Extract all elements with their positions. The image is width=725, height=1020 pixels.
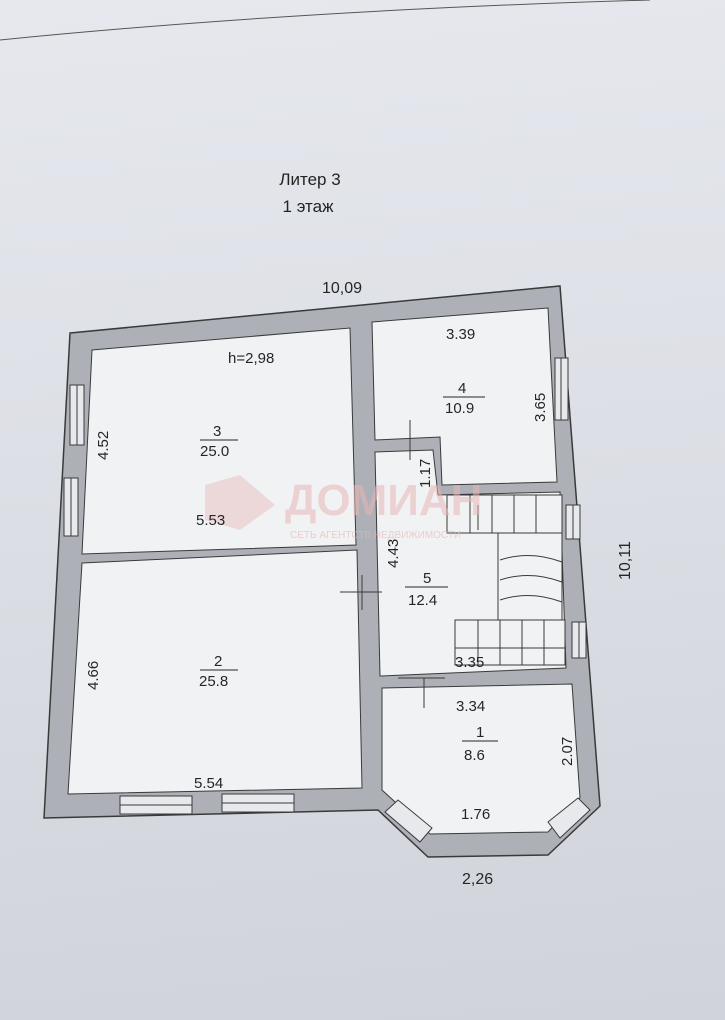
- room-5-height: 4.43: [385, 539, 402, 568]
- room-1-extra: 1.76: [461, 806, 490, 823]
- dim-bay-bottom: 2,26: [462, 871, 493, 888]
- room-2-number: 2: [214, 653, 222, 670]
- room-2-area-value: 25.8: [199, 673, 228, 690]
- room-3-height: 4.52: [95, 431, 112, 460]
- windows: [63, 357, 591, 843]
- svg-text:СЕТЬ АГЕНТСТВ НЕДВИЖИМОСТИ: СЕТЬ АГЕНТСТВ НЕДВИЖИМОСТИ: [290, 530, 461, 541]
- room-5-width: 3.35: [455, 654, 484, 671]
- room-5-area-value: 12.4: [408, 592, 437, 609]
- room-1-area-value: 8.6: [464, 747, 485, 764]
- dim-top-width: 10,09: [322, 280, 362, 297]
- paper-edge-line: [0, 0, 651, 41]
- dim-right-height: 10,11: [617, 541, 634, 580]
- room-4-area-value: 10.9: [445, 400, 474, 417]
- room-1-width: 3.34: [456, 698, 485, 715]
- ceiling-height: h=2,98: [228, 350, 274, 367]
- room-1-number: 1: [476, 724, 484, 741]
- room-4-height: 3.65: [532, 393, 549, 422]
- room-3-area-value: 25.0: [200, 443, 229, 460]
- staircase: [446, 494, 566, 666]
- room-5-extra: 1.17: [417, 459, 434, 488]
- room-4-number: 4: [458, 380, 466, 397]
- room-1-area: [381, 683, 581, 835]
- plan-title: Литер 3: [279, 170, 341, 189]
- room-2-height: 4.66: [85, 661, 102, 690]
- room-3-number: 3: [213, 423, 221, 440]
- room-2-area: [67, 549, 363, 795]
- room-4-width: 3.39: [446, 326, 475, 343]
- door-marks: [340, 420, 479, 708]
- room-3-area: [81, 327, 357, 555]
- domian-watermark: ДОМИАН СЕТЬ АГЕНТСТВ НЕДВИЖИМОСТИ: [205, 475, 482, 541]
- room-3-width: 5.53: [196, 512, 225, 529]
- plan-subtitle: 1 этаж: [282, 197, 334, 216]
- room-2-width: 5.54: [194, 775, 223, 792]
- svg-text:ДОМИАН: ДОМИАН: [285, 476, 482, 525]
- room-5-number: 5: [423, 570, 431, 587]
- room-1-height: 2.07: [559, 737, 576, 766]
